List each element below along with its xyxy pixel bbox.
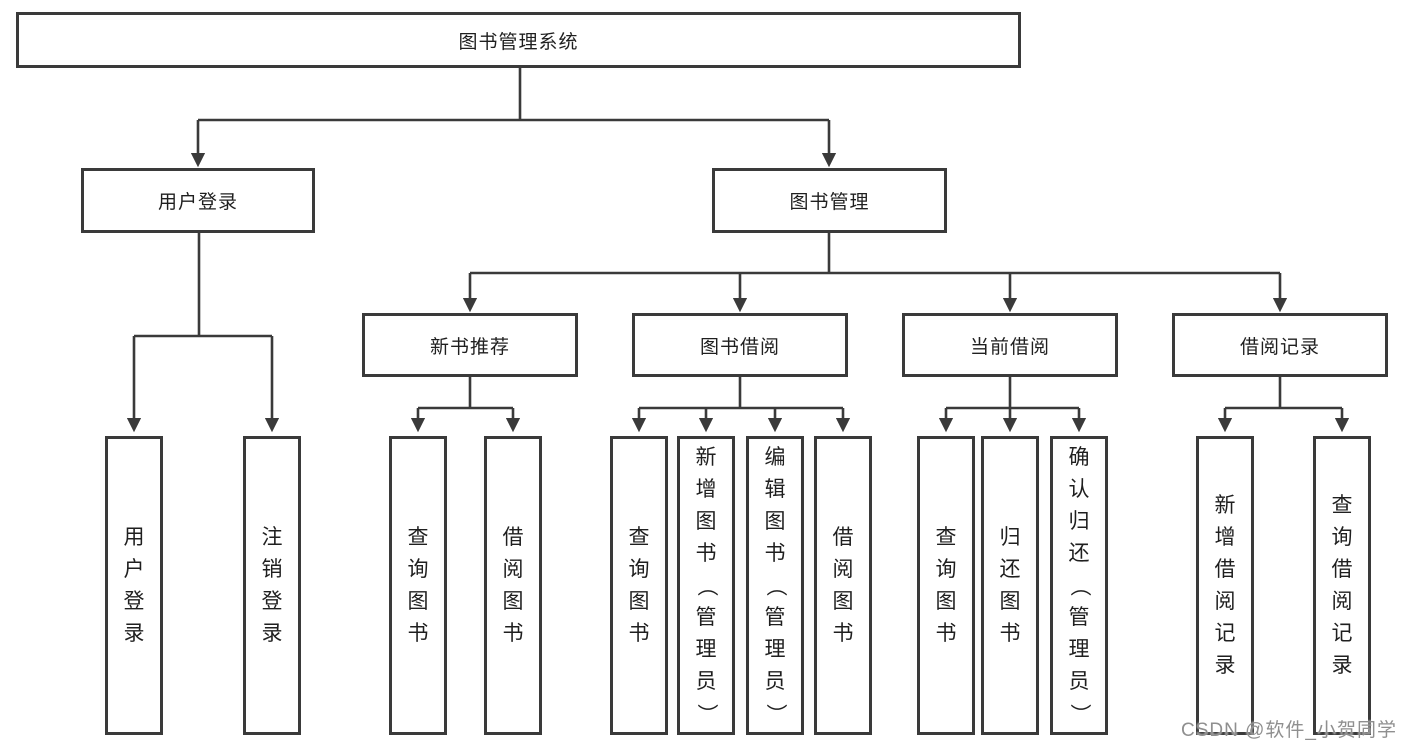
leaf-add-book-admin: 新增图书（管理员）	[677, 436, 735, 735]
node-book-management: 图书管理	[712, 168, 947, 233]
node-new-book-recommend: 新书推荐	[362, 313, 578, 377]
leaf-add-borrow-record: 新增借阅记录	[1196, 436, 1254, 735]
watermark: CSDN @软件_小贺同学	[1181, 720, 1397, 741]
leaf-query-books-borrow: 查询图书	[610, 436, 668, 735]
node-borrow-records: 借阅记录	[1172, 313, 1388, 377]
leaf-user-login: 用户登录	[105, 436, 163, 735]
leaf-return-book: 归还图书	[981, 436, 1039, 735]
node-user-login: 用户登录	[81, 168, 315, 233]
node-book-borrow: 图书借阅	[632, 313, 848, 377]
leaf-logout: 注销登录	[243, 436, 301, 735]
node-root: 图书管理系统	[16, 12, 1021, 68]
leaf-query-books-current: 查询图书	[917, 436, 975, 735]
leaf-query-books-recommend: 查询图书	[389, 436, 447, 735]
leaf-confirm-return-admin: 确认归还（管理员）	[1050, 436, 1108, 735]
node-current-borrow: 当前借阅	[902, 313, 1118, 377]
leaf-borrow-books-recommend: 借阅图书	[484, 436, 542, 735]
leaf-borrow-books: 借阅图书	[814, 436, 872, 735]
leaf-query-borrow-record: 查询借阅记录	[1313, 436, 1371, 735]
leaf-edit-book-admin: 编辑图书（管理员）	[746, 436, 804, 735]
